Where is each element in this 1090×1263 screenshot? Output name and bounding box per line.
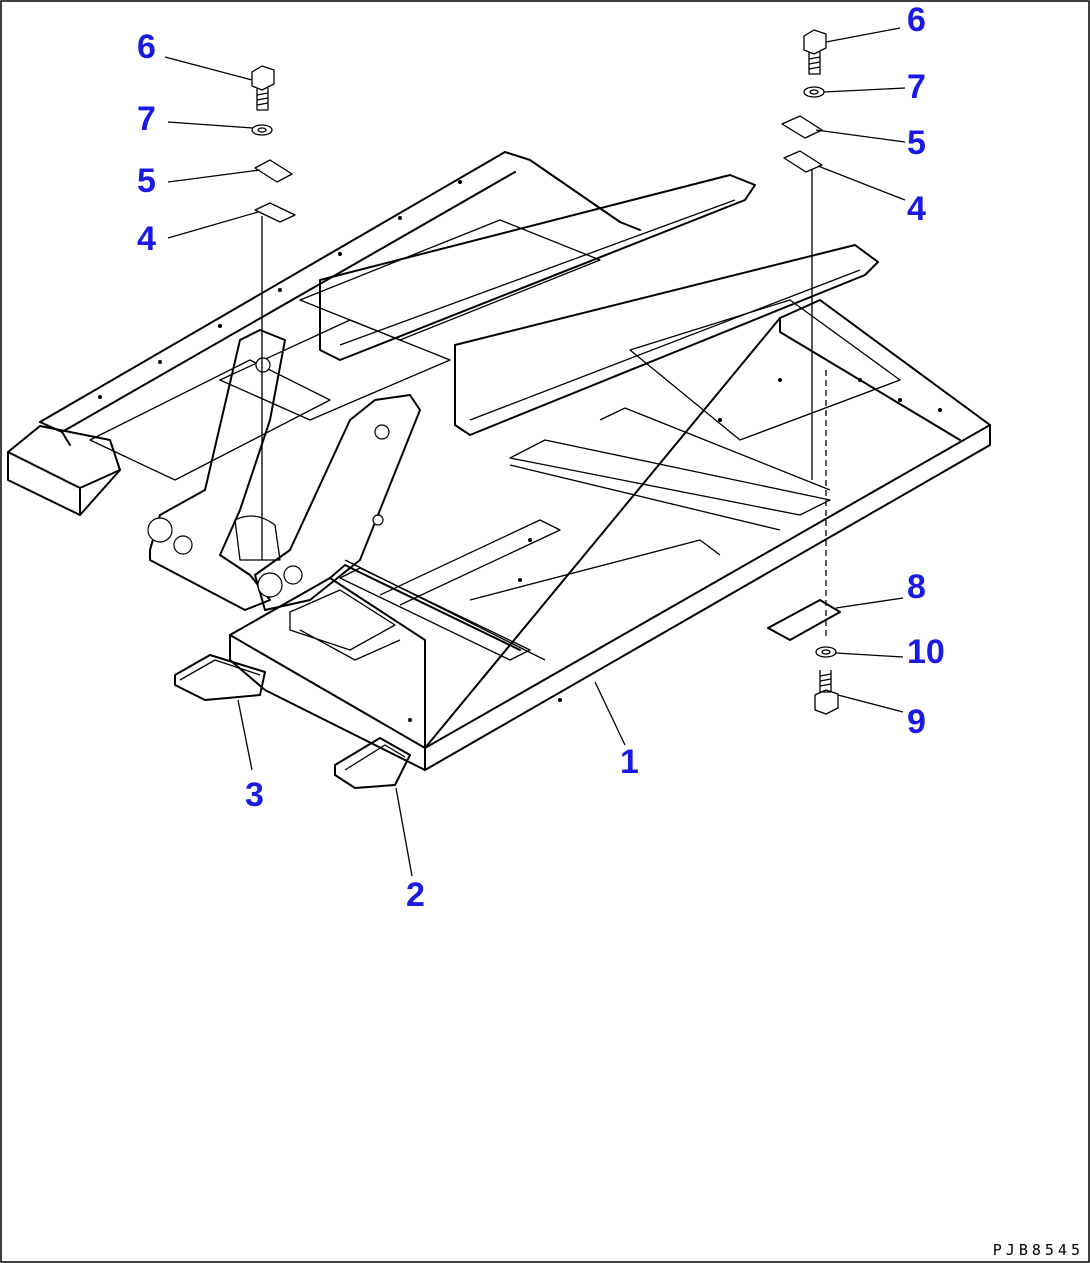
cover-plate-8 (767, 599, 841, 641)
callout-6-right: 6 (907, 1, 926, 39)
right-fastener-stack (781, 29, 839, 715)
left-fastener-stack (251, 65, 296, 560)
callout-7-left: 7 (137, 100, 156, 138)
callout-6-left: 6 (137, 28, 156, 66)
mount-pad-2 (334, 737, 411, 789)
callout-5-left: 5 (137, 162, 156, 200)
callout-2: 2 (406, 876, 425, 914)
bolt-dots (98, 180, 942, 722)
mount-pad-3 (174, 654, 266, 701)
callout-3: 3 (245, 776, 264, 814)
callout-7-right: 7 (907, 68, 926, 106)
callout-8: 8 (907, 568, 926, 606)
drawing-code: PJB8545 (992, 1241, 1084, 1259)
callout-5-right: 5 (907, 124, 926, 162)
callout-4-left: 4 (137, 220, 156, 258)
callout-1: 1 (620, 743, 639, 781)
leader-lines (164, 27, 906, 877)
callout-10: 10 (907, 633, 945, 671)
callout-9: 9 (907, 703, 926, 741)
callout-4-right: 4 (907, 190, 926, 228)
boom-bracket (147, 329, 421, 611)
main-frame (7, 151, 991, 771)
